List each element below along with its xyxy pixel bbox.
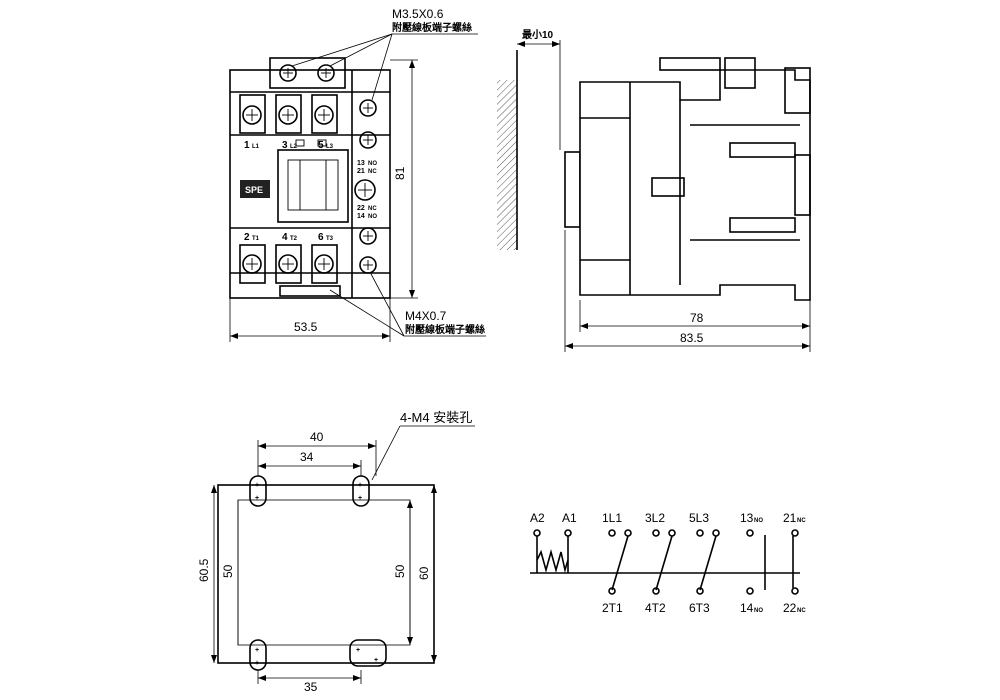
svg-text:+: + (255, 495, 259, 502)
terminal-label-3: 3 (282, 140, 288, 151)
svg-text:21: 21 (357, 168, 365, 175)
screw-top-3 (275, 94, 302, 134)
svg-text:NO: NO (754, 608, 763, 614)
label-2t1: 2T1 (602, 601, 623, 615)
dim-50-right: 50 (393, 564, 407, 578)
label-1l1: 1L1 (602, 511, 622, 525)
coil-a2: A2 (530, 511, 545, 525)
total-depth-dim: 83.5 (680, 331, 704, 345)
svg-text:T2: T2 (290, 236, 298, 242)
svg-text:+: + (358, 482, 362, 489)
main-contact-2 (652, 529, 676, 595)
svg-text:22: 22 (357, 205, 365, 212)
svg-text:NO: NO (368, 214, 377, 220)
dim-40: 40 (310, 430, 324, 444)
screw-top-5 (311, 94, 338, 134)
dim-50-left: 50 (221, 564, 235, 578)
side-view: 最小10 78 83.5 (497, 28, 811, 352)
mounting-holes-label: 4-M4 安裝孔 (400, 410, 472, 425)
depth-dim: 78 (690, 311, 704, 325)
note-bottom-label: 附壓線板端子螺絲 (405, 323, 485, 336)
height-dim: 81 (393, 166, 407, 180)
terminal-label-5: 5 (318, 140, 324, 151)
svg-text:+: + (374, 657, 378, 664)
svg-text:13: 13 (357, 160, 365, 167)
dim-60-5: 60.5 (197, 558, 211, 582)
terminal-label-2: 2 (244, 232, 250, 243)
label-22: 22 (783, 601, 797, 615)
width-dim: 53.5 (294, 320, 318, 334)
svg-text:L2: L2 (290, 144, 298, 150)
svg-text:+: + (255, 647, 259, 654)
mounting-wall (497, 80, 517, 250)
svg-text:T3: T3 (326, 236, 334, 242)
coil-a1: A1 (562, 511, 577, 525)
terminal-label-4: 4 (282, 232, 288, 243)
svg-text:NC: NC (797, 518, 806, 524)
main-contact-3 (696, 529, 720, 595)
dim-35: 35 (304, 680, 318, 694)
front-view: SPE (229, 7, 486, 342)
svg-text:T1: T1 (252, 236, 260, 242)
screw-bottom-6 (311, 244, 338, 284)
svg-text:NC: NC (797, 608, 806, 614)
logo-badge (240, 180, 270, 198)
svg-text:NC: NC (368, 206, 377, 212)
svg-text:L1: L1 (252, 144, 260, 150)
svg-text:NO: NO (754, 518, 763, 524)
label-21: 21 (783, 511, 797, 525)
svg-text:+: + (255, 660, 259, 667)
note-top-label: 附壓線板端子螺絲 (392, 21, 472, 34)
contactor-body-side (579, 69, 811, 301)
svg-text:L3: L3 (326, 144, 334, 150)
label-4t2: 4T2 (645, 601, 666, 615)
screw-bottom-4 (275, 244, 302, 284)
terminal-label-1: 1 (244, 140, 250, 151)
min-clearance-label: 最小10 (522, 28, 554, 41)
thread-top-label: M3.5X0.6 (392, 7, 444, 21)
svg-text:NO: NO (368, 161, 377, 167)
label-5l3: 5L3 (689, 511, 709, 525)
label-14: 14 (740, 601, 754, 615)
mount-slot-br (349, 639, 387, 667)
screw-bottom-2 (239, 244, 266, 284)
main-contact-1 (608, 529, 632, 595)
svg-text:NC: NC (368, 169, 377, 175)
thread-bottom-label: M4X0.7 (405, 309, 447, 323)
dim-34: 34 (300, 450, 314, 464)
svg-text:+: + (356, 647, 360, 654)
logo-text: SPE (245, 185, 263, 195)
screw-top-1 (239, 94, 266, 134)
schematic: A2 A1 1L1 3L2 5L3 2T1 4T2 6T3 (530, 511, 806, 615)
svg-text:+: + (358, 495, 362, 502)
label-13: 13 (740, 511, 754, 525)
svg-text:+: + (255, 482, 259, 489)
terminal-label-6: 6 (318, 232, 324, 243)
mounting-view: + + + + + + + + 40 34 35 60.5 50 (197, 410, 475, 694)
label-6t3: 6T3 (689, 601, 710, 615)
label-3l2: 3L2 (645, 511, 665, 525)
svg-text:14: 14 (357, 213, 365, 220)
dim-60: 60 (417, 566, 431, 580)
